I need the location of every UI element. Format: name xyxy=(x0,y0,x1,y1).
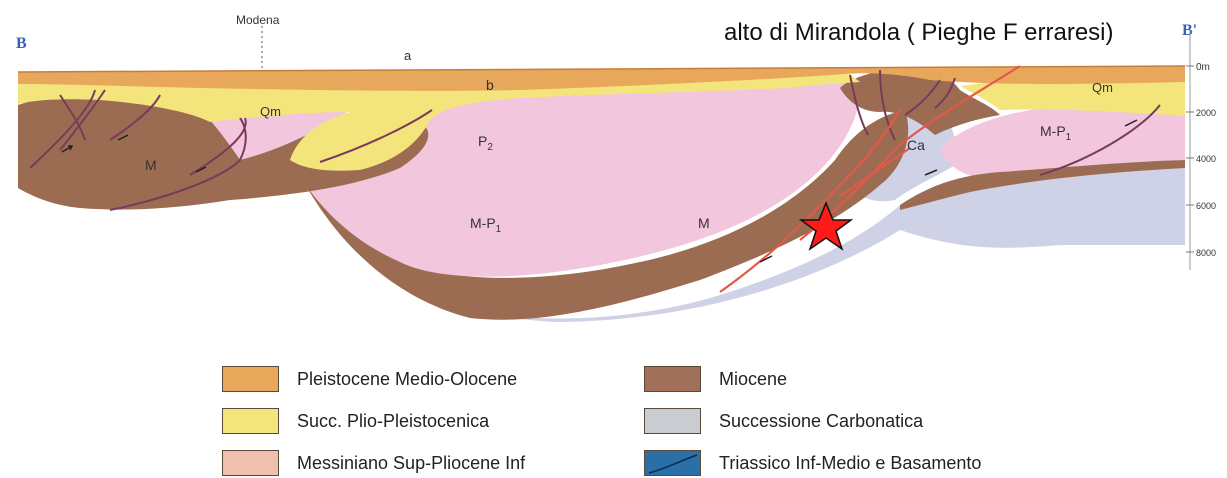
depth-tick-6000: 6000 xyxy=(1196,201,1216,211)
label-qm-right: Qm xyxy=(1092,80,1113,95)
legend-label: Pleistocene Medio-Olocene xyxy=(297,369,517,390)
label-b-left: B xyxy=(16,35,27,52)
legend-label: Messiniano Sup-Pliocene Inf xyxy=(297,453,525,474)
depth-tick-0: 0m xyxy=(1196,62,1210,73)
legend-swatch-triassico xyxy=(644,450,701,476)
legend-item-carbonatica: Successione Carbonatica xyxy=(644,406,923,436)
label-m-left: M xyxy=(145,157,157,173)
label-ca: Ca xyxy=(907,137,925,153)
legend-item-plio-pleistocene: Succ. Plio-Pleistocenica xyxy=(222,406,489,436)
legend: Pleistocene Medio-Olocene Succ. Plio-Ple… xyxy=(222,360,1002,476)
legend-swatch-miocene xyxy=(644,366,701,392)
depth-tick-8000: 8000 xyxy=(1196,248,1216,258)
legend-swatch-messiniano xyxy=(222,450,279,476)
legend-item-messiniano: Messiniano Sup-Pliocene Inf xyxy=(222,448,525,478)
label-modena: Modena xyxy=(236,13,280,27)
legend-label: Succ. Plio-Pleistocenica xyxy=(297,411,489,432)
legend-item-pleistocene: Pleistocene Medio-Olocene xyxy=(222,364,517,394)
section-title: alto di Mirandola ( Pieghe F erraresi) xyxy=(724,19,1114,46)
depth-tick-4000: 4000 xyxy=(1196,154,1216,164)
triassico-pattern-icon xyxy=(645,451,701,476)
depth-tick-2000: 2000 xyxy=(1196,108,1216,118)
label-m-center: M xyxy=(698,215,710,231)
label-b-unit: b xyxy=(486,77,494,93)
legend-item-miocene: Miocene xyxy=(644,364,787,394)
legend-label: Successione Carbonatica xyxy=(719,411,923,432)
label-qm-left: Qm xyxy=(260,104,281,119)
legend-swatch-carbonatica xyxy=(644,408,701,434)
geological-cross-section: B B' Modena a b Qm Qm M P2 M-P1 M Ca M-P… xyxy=(0,0,1227,340)
legend-label: Triassico Inf-Medio e Basamento xyxy=(719,453,981,474)
legend-swatch-plio-pleistocene xyxy=(222,408,279,434)
legend-label: Miocene xyxy=(719,369,787,390)
legend-item-triassico: Triassico Inf-Medio e Basamento xyxy=(644,448,981,478)
label-a: a xyxy=(404,48,412,63)
legend-swatch-pleistocene xyxy=(222,366,279,392)
